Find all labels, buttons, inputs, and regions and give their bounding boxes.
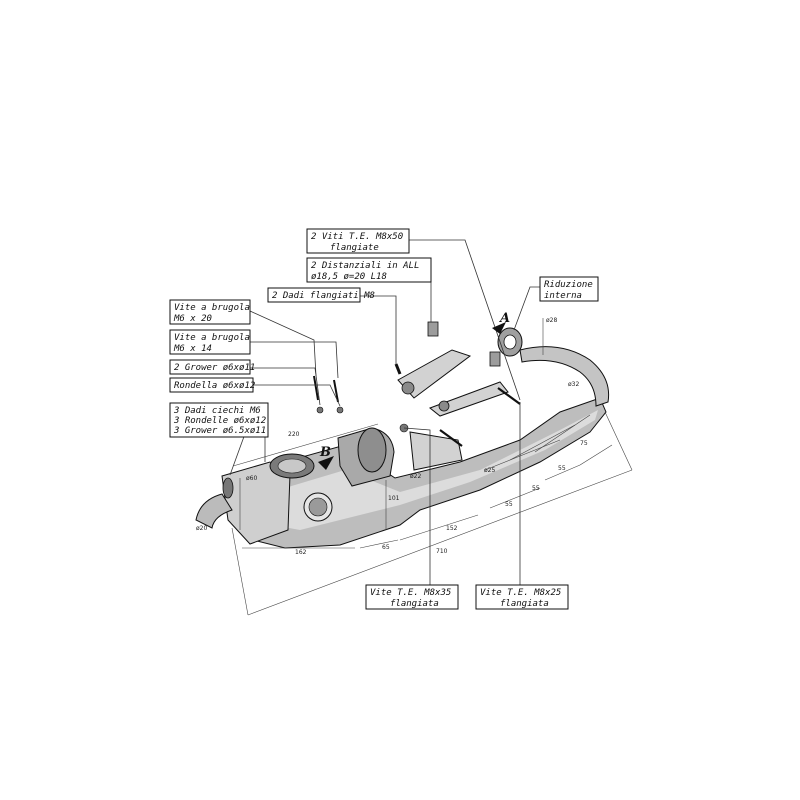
mount-bracket bbox=[397, 349, 509, 471]
bolts bbox=[313, 363, 521, 447]
leader-lines bbox=[229, 239, 540, 592]
svg-text:2 Viti T.E. M8x50: 2 Viti T.E. M8x50 bbox=[311, 232, 403, 242]
svg-text:2 Grower ø6xø11: 2 Grower ø6xø11 bbox=[174, 363, 255, 373]
dim-22: ø22 bbox=[410, 473, 421, 480]
svg-text:Vite a brugola: Vite a brugola bbox=[174, 303, 250, 313]
label-dadi-flangiati: 2 Dadi flangiati M8 bbox=[267, 287, 375, 303]
svg-text:Vite T.E. M8x35: Vite T.E. M8x35 bbox=[370, 588, 451, 598]
svg-text:M6 x 20: M6 x 20 bbox=[173, 314, 212, 324]
label-vite-m8x35: Vite T.E. M8x35 flangiata bbox=[365, 584, 459, 610]
svg-text:Riduzione: Riduzione bbox=[544, 280, 593, 290]
dim-55-b: 55 bbox=[532, 485, 540, 492]
dim-55-c: 55 bbox=[558, 465, 566, 472]
dim-55-a: 55 bbox=[505, 501, 513, 508]
svg-text:3 Rondelle ø6xø12: 3 Rondelle ø6xø12 bbox=[173, 416, 266, 426]
label-distanziali: 2 Distanziali in ALL ø18,5 ø=20 L18 bbox=[306, 257, 432, 283]
svg-text:B: B bbox=[319, 445, 331, 460]
svg-text:interna: interna bbox=[544, 291, 582, 301]
svg-text:ø18,5 ø=20 L18: ø18,5 ø=20 L18 bbox=[311, 272, 387, 282]
svg-text:Vite a brugola: Vite a brugola bbox=[174, 333, 250, 343]
label-rondella: Rondella ø6xø12 bbox=[169, 377, 255, 393]
dim-32: ø32 bbox=[568, 381, 579, 388]
spacers bbox=[427, 321, 501, 367]
dimension-values: 220 710 152 162 65 55 55 55 75 101 ø60 ø… bbox=[196, 317, 588, 556]
label-dadi-ciechi: 3 Dadi ciechi M6 3 Rondelle ø6xø12 3 Gro… bbox=[169, 402, 269, 438]
marker-a: A bbox=[492, 311, 510, 334]
svg-text:M6 x 14: M6 x 14 bbox=[173, 344, 212, 354]
dim-101: 101 bbox=[388, 495, 400, 502]
label-vite-brugola-14: Vite a brugola M6 x 14 bbox=[169, 329, 251, 355]
inlet-flange bbox=[497, 327, 523, 357]
dim-65: 65 bbox=[382, 544, 390, 551]
label-viti-te: 2 Viti T.E. M8x50 flangiate bbox=[306, 228, 410, 254]
dim-162: 162 bbox=[295, 549, 307, 556]
label-grower: 2 Grower ø6xø11 bbox=[169, 359, 255, 375]
svg-text:3 Grower ø6.5xø11: 3 Grower ø6.5xø11 bbox=[173, 426, 266, 436]
label-riduzione: Riduzione interna bbox=[539, 276, 599, 302]
svg-text:flangiata: flangiata bbox=[500, 599, 549, 609]
dim-28: ø28 bbox=[546, 317, 557, 324]
svg-text:A: A bbox=[498, 311, 510, 326]
svg-text:Vite T.E. M8x25: Vite T.E. M8x25 bbox=[480, 588, 561, 598]
dim-152: 152 bbox=[446, 525, 458, 532]
marker-b: B bbox=[318, 445, 334, 470]
label-vite-m8x25: Vite T.E. M8x25 flangiata bbox=[475, 584, 569, 610]
svg-text:2 Dadi flangiati M8: 2 Dadi flangiati M8 bbox=[272, 291, 375, 301]
dim-710: 710 bbox=[436, 548, 448, 555]
svg-text:flangiate: flangiate bbox=[330, 243, 379, 253]
dim-60: ø60 bbox=[246, 475, 257, 482]
svg-text:2 Distanziali in ALL: 2 Distanziali in ALL bbox=[311, 261, 419, 271]
dim-75: 75 bbox=[580, 440, 588, 447]
dimension-lines bbox=[231, 318, 633, 616]
dim-25: ø25 bbox=[484, 467, 495, 474]
svg-text:flangiata: flangiata bbox=[390, 599, 439, 609]
exhaust-silencer bbox=[195, 346, 610, 549]
svg-text:3 Dadi ciechi M6: 3 Dadi ciechi M6 bbox=[173, 406, 261, 416]
dim-220: 220 bbox=[288, 431, 300, 438]
label-vite-brugola-20: Vite a brugola M6 x 20 bbox=[169, 299, 251, 325]
svg-text:Rondella ø6xø12: Rondella ø6xø12 bbox=[174, 381, 255, 391]
dim-20: ø20 bbox=[196, 525, 207, 532]
